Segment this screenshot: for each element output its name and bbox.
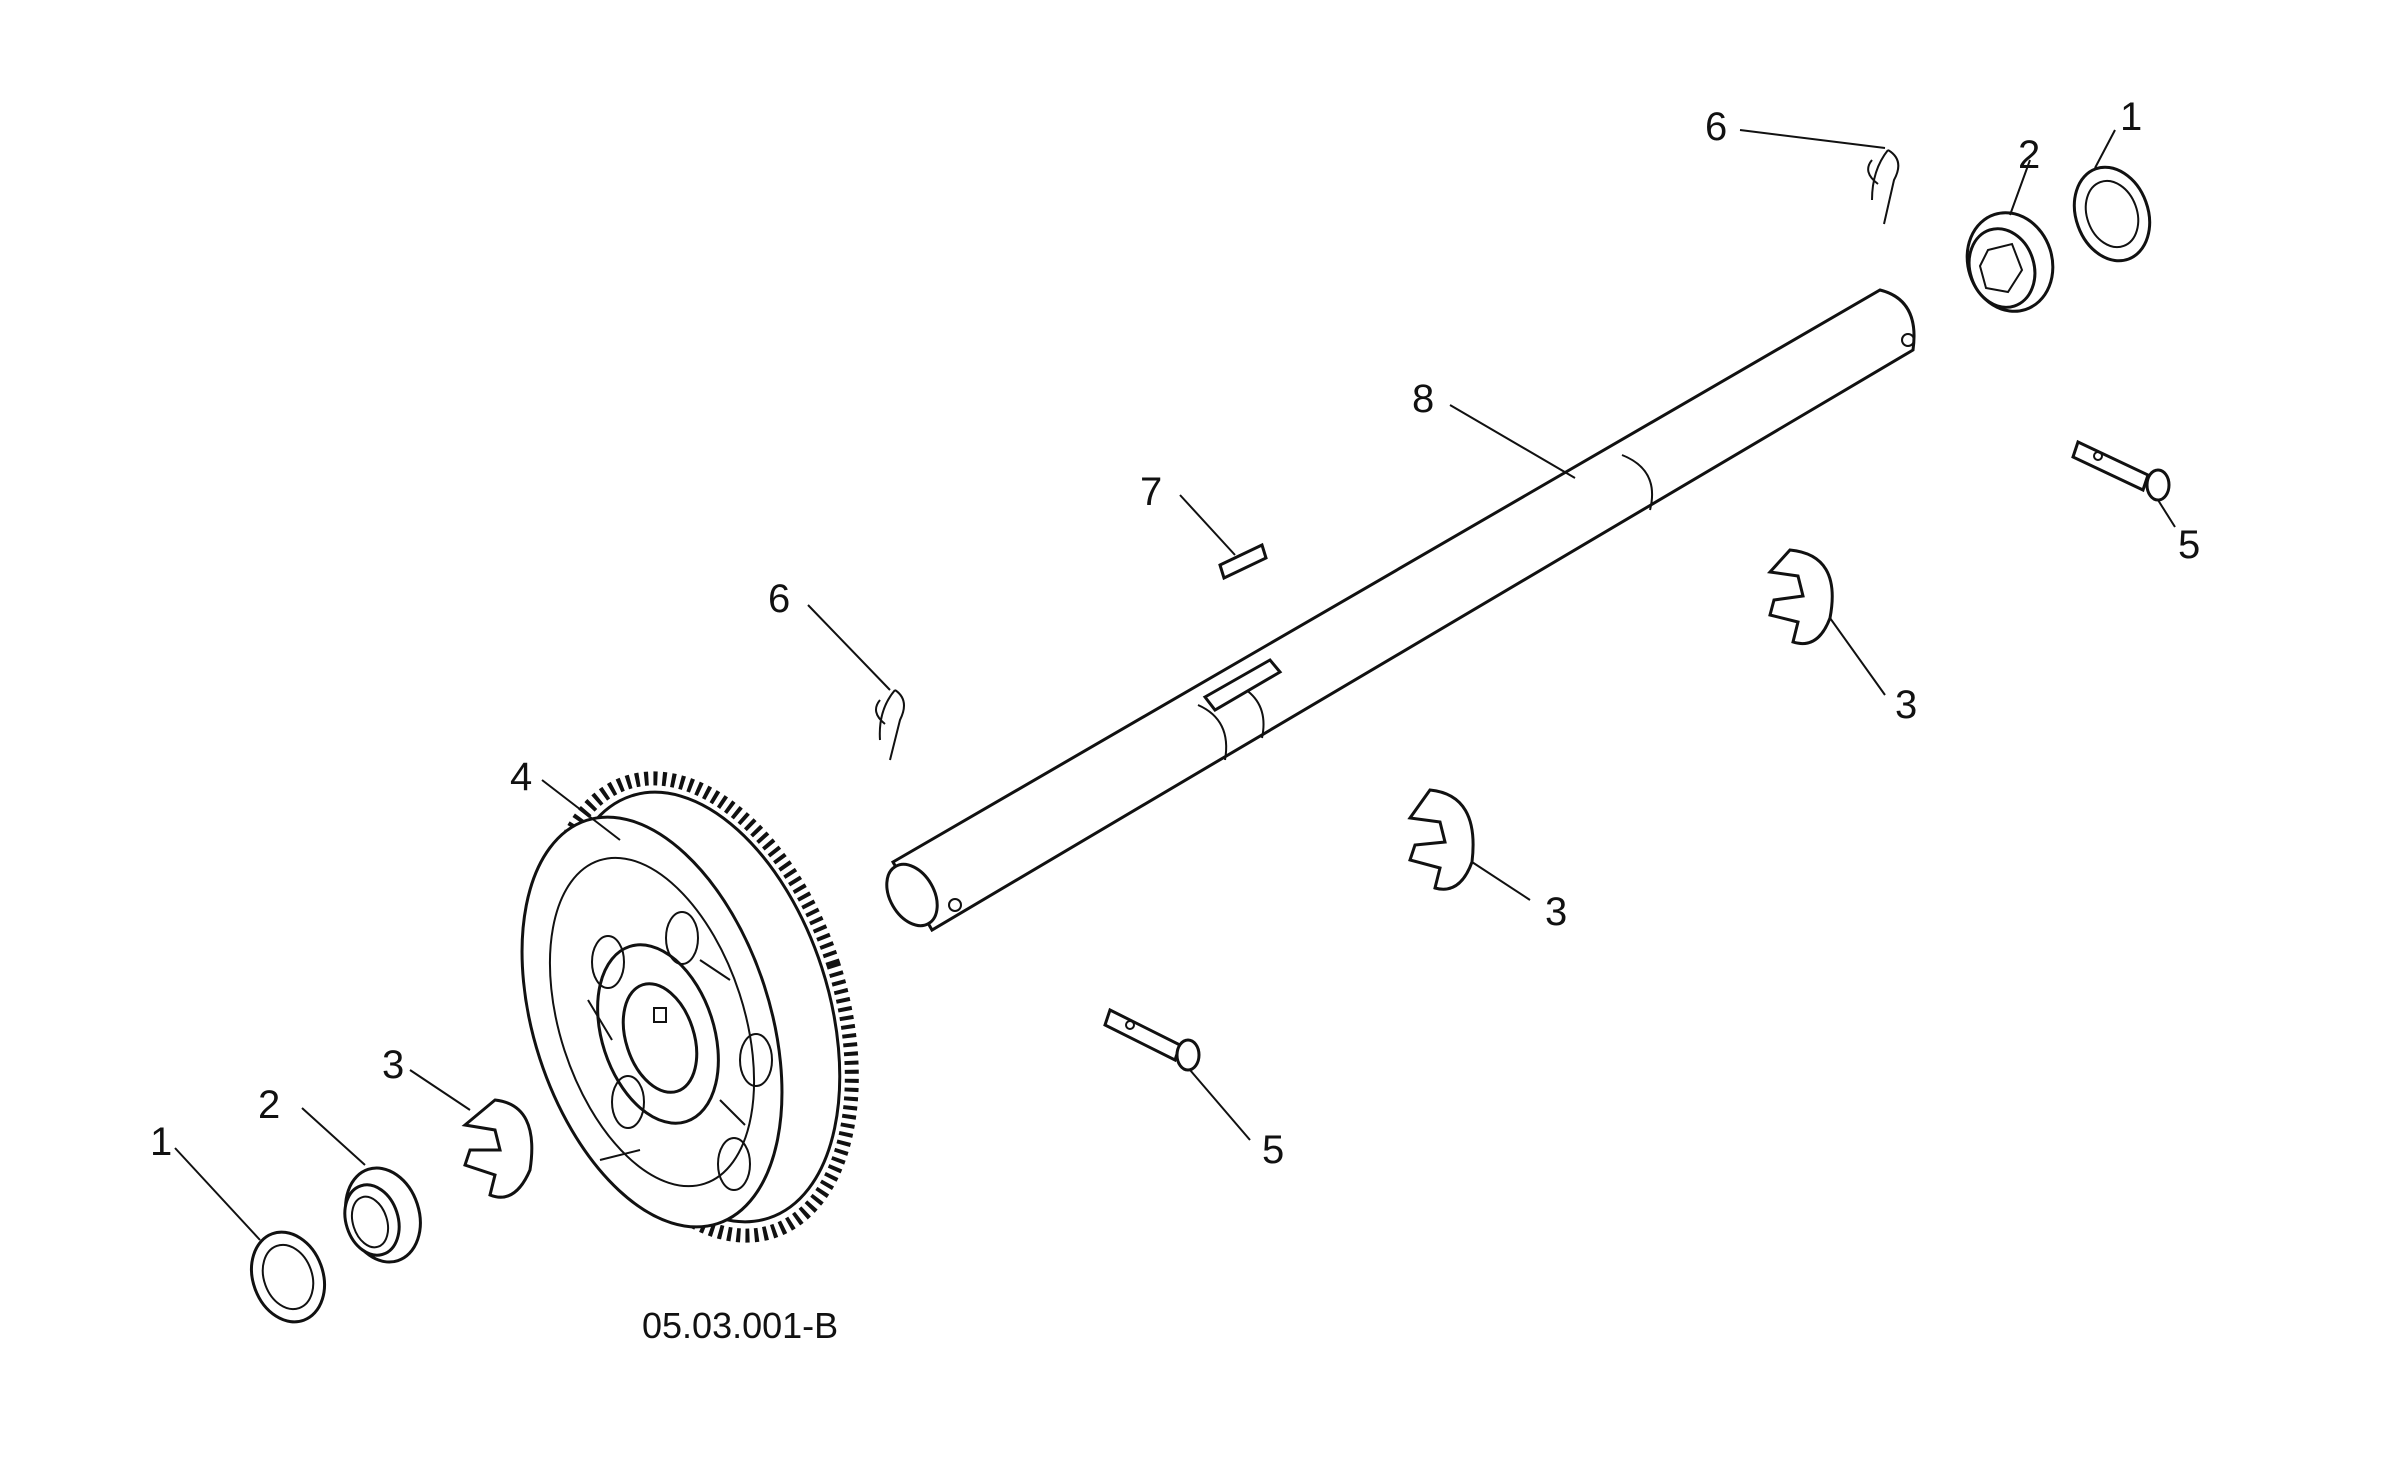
callout-3-middle: 3 — [1545, 890, 1567, 934]
clevis-pin-lower — [1103, 1007, 1201, 1072]
washer-left — [250, 1230, 326, 1324]
leader-lines — [174, 129, 2176, 1241]
callout-3-left: 3 — [382, 1043, 404, 1087]
callout-6-left: 6 — [768, 577, 790, 621]
callout-4: 4 — [510, 755, 532, 799]
callout-6-right: 6 — [1705, 105, 1727, 149]
hair-pin-right — [1867, 149, 1900, 225]
callout-2-right: 2 — [2018, 133, 2040, 177]
washer-right — [2072, 165, 2152, 263]
shaft — [885, 288, 1916, 933]
callout-3-upper: 3 — [1895, 683, 1917, 727]
callout-5-lower: 5 — [1262, 1128, 1284, 1172]
bushing-right — [1965, 211, 2055, 313]
shaft-key — [1218, 542, 1268, 581]
callout-2-left: 2 — [258, 1083, 280, 1127]
callout-8: 8 — [1412, 377, 1434, 421]
callout-7: 7 — [1140, 470, 1162, 514]
e-clip-left — [461, 1098, 534, 1199]
gear — [520, 771, 859, 1243]
bushing-left — [343, 1166, 422, 1264]
callout-5-right: 5 — [2178, 523, 2200, 567]
e-clip-upper — [1766, 548, 1834, 645]
clevis-pin-upper — [2071, 439, 2171, 502]
callout-1-right: 1 — [2120, 95, 2142, 139]
callout-labels: 1 2 3 4 6 7 8 6 2 1 5 3 3 5 — [150, 95, 2200, 1172]
callout-1-left: 1 — [150, 1120, 172, 1164]
hair-pin-left — [875, 689, 905, 761]
e-clip-middle — [1407, 788, 1475, 891]
figure-code: 05.03.001-B — [642, 1305, 838, 1346]
